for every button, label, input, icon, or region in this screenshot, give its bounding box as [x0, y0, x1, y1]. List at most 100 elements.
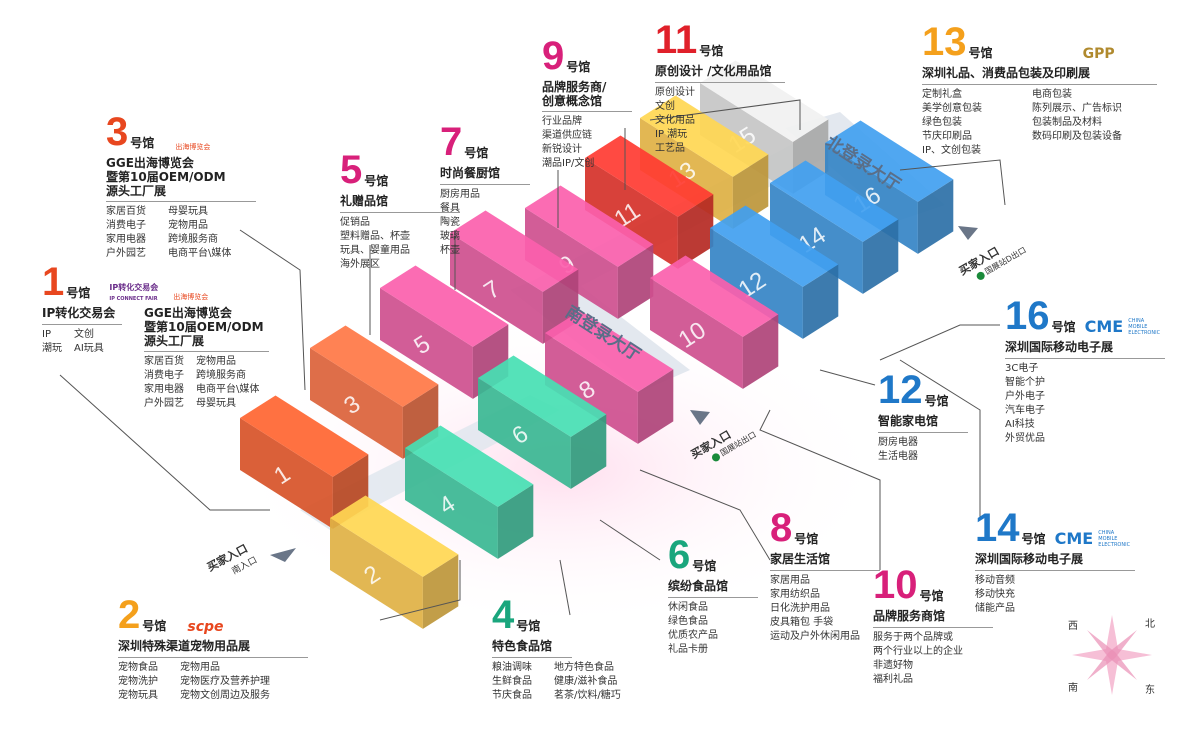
hall-item: 文创: [655, 101, 675, 112]
compass-east: 东: [1145, 683, 1155, 696]
hall-item: 地方特色食品: [554, 662, 614, 673]
hall-block-top: [330, 495, 459, 577]
hall-block-top: [525, 185, 654, 267]
cme-logo-sub: CHINA MOBILE ELECTRONIC: [1098, 530, 1131, 548]
hall-block-front: [710, 228, 803, 339]
compass-north: 北: [1145, 618, 1155, 630]
hall-block-2[interactable]: 2: [330, 495, 459, 629]
hall-item: 宠物用品: [168, 220, 208, 231]
hall-block-4[interactable]: 4: [405, 425, 534, 559]
cme-logo: CME: [1054, 529, 1094, 548]
hall-suffix: 号馆: [919, 589, 944, 603]
hall-12-title: 智能家电馆: [878, 414, 968, 433]
hall-block-side: [802, 264, 839, 339]
hall-item: 茗茶/饮料/糖巧: [554, 690, 621, 701]
hall-block-10[interactable]: 10: [650, 255, 779, 389]
hall-block-top: [770, 160, 899, 242]
hall-item: 电商包装: [1032, 89, 1072, 100]
hall-block-8[interactable]: 8: [545, 310, 674, 444]
hall-suffix: 号馆: [566, 60, 591, 74]
hall-block-top: [650, 255, 779, 337]
hall-item: 餐具: [440, 203, 460, 214]
hall-10-title: 品牌服务商馆: [873, 609, 993, 628]
hall-item: 休闲食品: [668, 602, 708, 613]
hall-block-9[interactable]: 9: [525, 185, 654, 319]
hall-suffix: 号馆: [968, 46, 993, 60]
hall-item: 跨境服务商: [196, 370, 246, 381]
hall-item: 服务于两个品牌或: [873, 632, 953, 643]
hall-item: 工艺品: [655, 143, 685, 154]
hall-8-title: 家居生活馆: [770, 552, 880, 571]
hall-number: 3: [106, 110, 129, 154]
hall-block-12[interactable]: 12: [710, 205, 839, 339]
hall-item: 日化洗护用品: [770, 603, 830, 614]
hall-item: 消费电子: [144, 370, 184, 381]
hall-item: 新锐设计: [542, 144, 582, 155]
hall-item: 户外园艺: [106, 248, 146, 259]
hall-block-front: [450, 233, 543, 344]
hall-item: IP 潮玩: [655, 129, 688, 140]
hall-item: 厨房用品: [440, 189, 480, 200]
hall-item: 家居百货: [106, 206, 146, 217]
hall-block-top: [240, 395, 369, 477]
hall-block-front: [770, 183, 863, 294]
hall-block-14[interactable]: 14: [770, 160, 899, 294]
hall-item: 宠物洗护: [118, 676, 158, 687]
hall-number: 11: [655, 18, 698, 62]
hall-number: 7: [440, 120, 463, 164]
hall-item: AI科技: [1005, 419, 1035, 430]
hall-block-11[interactable]: 11: [585, 135, 714, 269]
hall-number: 9: [542, 34, 565, 78]
hall-number: 12: [878, 368, 923, 412]
hall-block-top: [710, 205, 839, 287]
hall-item: 生活电器: [878, 451, 918, 462]
hall-number: 16: [1005, 294, 1050, 338]
compass-west: 西: [1068, 621, 1078, 632]
hall-item: 宠物医疗及营养护理: [180, 676, 270, 687]
north-entrance-arrow[interactable]: [958, 226, 978, 240]
hall-item: 玻璃: [440, 231, 460, 242]
gge-logo: 出海博览会: [173, 293, 209, 301]
south-entrance-arrow[interactable]: [270, 548, 296, 562]
hall-number: 10: [873, 563, 918, 607]
hall-block-front: [545, 333, 638, 444]
hall-block-6[interactable]: 6: [478, 355, 607, 489]
leader-lines: [59, 99, 1006, 621]
hall-2-title: 深圳特殊渠道宠物用品展: [118, 639, 308, 658]
hall-item: 消费电子: [106, 220, 146, 231]
hall-5-title: 礼赠品馆: [340, 194, 460, 213]
hall-item: 绿色包装: [922, 117, 962, 128]
hall-item: 文创: [74, 329, 94, 340]
hall-block-7[interactable]: 7: [450, 210, 579, 344]
hall-block-side: [742, 314, 779, 389]
hall-block-front: [380, 288, 473, 399]
hall-6-title: 缤纷食品馆: [668, 579, 758, 598]
east-entrance-arrow[interactable]: [690, 410, 710, 425]
hall-block-3[interactable]: 3: [310, 325, 439, 459]
hall-16-title: 深圳国际移动电子展: [1005, 340, 1165, 359]
hall-item: 促销品: [340, 217, 370, 228]
hall-suffix: 号馆: [1021, 532, 1046, 546]
hall-item: 外贸优品: [1005, 433, 1045, 444]
hall-suffix: 号馆: [924, 394, 949, 408]
hall-item: 节庆食品: [492, 690, 532, 701]
hall-item: 美学创意包装: [922, 103, 982, 114]
hall-item: 户外电子: [1005, 391, 1045, 402]
hall-block-1[interactable]: 1: [240, 395, 369, 529]
